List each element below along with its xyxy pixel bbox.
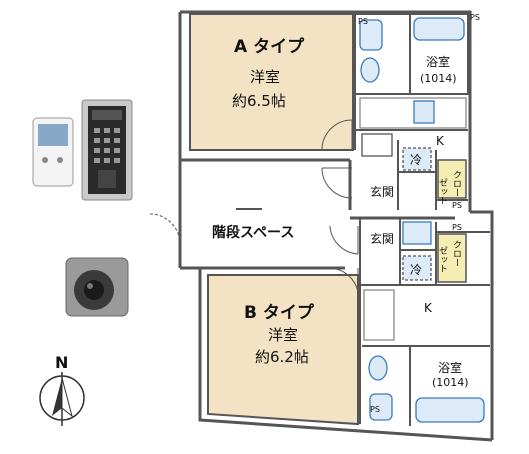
compass-label: N	[55, 353, 68, 372]
unit-a-room-size: 約6.5帖	[232, 92, 286, 110]
bath-b-label: 浴室	[438, 360, 462, 375]
bath-a-size: (1014)	[420, 72, 457, 85]
unit-b-walls	[359, 218, 490, 426]
closet-b-label-right: クロー	[451, 240, 461, 267]
unit-b-room-label: 洋室	[268, 326, 298, 344]
compass-icon: N	[39, 353, 85, 426]
unit-b-type-label: B タイプ	[244, 302, 315, 323]
ps-label-5: PS	[470, 13, 480, 22]
kitchen-b-label: K	[424, 301, 433, 315]
bath-b-fixtures	[368, 355, 485, 423]
ps-label-2: PS	[452, 201, 462, 210]
unit-a-room	[189, 13, 354, 151]
kitchen-a	[359, 97, 467, 171]
unit-a-type-label: A タイプ	[234, 36, 305, 57]
unit-b-room	[207, 274, 359, 426]
room-labels: A タイプ 洋室 約6.5帖 B タイプ 洋室 約6.2帖 浴室 (1014) …	[212, 13, 480, 414]
closet-b-label-left: ゼット	[437, 246, 448, 273]
corridor-walls	[180, 158, 455, 270]
closet-a-label-right: クロー	[451, 170, 461, 197]
closet-a-label-left: ゼット	[437, 178, 448, 205]
bath-a-fixtures	[359, 17, 465, 83]
entrance-a-label: 玄関	[370, 184, 394, 199]
closet-a	[437, 159, 467, 199]
fridge-b-label: 冷	[410, 263, 422, 277]
ps-label-3: PS	[452, 223, 462, 232]
door-arcs	[149, 119, 359, 293]
entrance-keypad-icon	[81, 99, 133, 201]
kitchen-b	[363, 221, 432, 341]
ps-label-1: PS	[358, 17, 368, 26]
bath-b-size: (1014)	[432, 376, 469, 389]
closet-b	[437, 233, 467, 283]
bath-a-label: 浴室	[426, 54, 450, 69]
unit-b-room-size: 約6.2帖	[255, 348, 309, 366]
stairs-label: 階段スペース	[212, 224, 294, 241]
unit-a-walls	[354, 13, 469, 210]
fridge-a-label: 冷	[410, 153, 422, 167]
entrance-b-label: 玄関	[370, 231, 394, 246]
ps-label-4: PS	[370, 405, 380, 414]
kitchen-a-label: K	[436, 134, 445, 148]
security-camera-icon	[65, 257, 129, 317]
intercom-monitor-icon	[32, 117, 74, 187]
unit-a-room-label: 洋室	[250, 68, 280, 86]
